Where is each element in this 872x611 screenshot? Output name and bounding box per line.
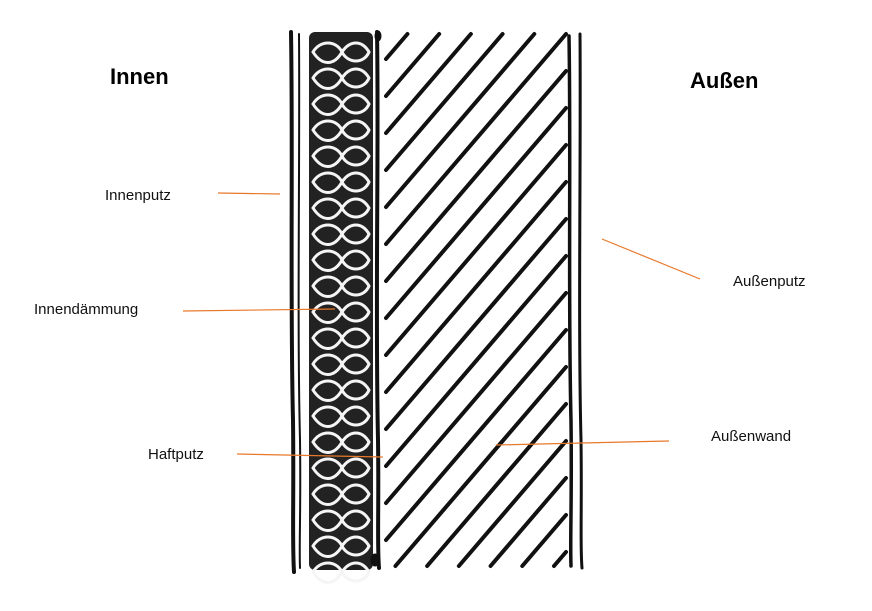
inside-title: Innen xyxy=(110,64,169,89)
hatch-line xyxy=(384,291,568,505)
leader-lines xyxy=(182,192,701,458)
hatch-line xyxy=(384,32,473,135)
outside-title: Außen xyxy=(690,68,759,93)
hatch-line xyxy=(384,328,568,542)
hatch-line xyxy=(488,476,568,568)
hatch-line xyxy=(384,254,568,468)
wall-cross-section xyxy=(289,30,584,584)
innenputz-layer xyxy=(289,30,302,574)
hatch-line xyxy=(384,106,568,320)
hatch-line xyxy=(384,32,568,246)
hatch-line xyxy=(384,32,442,98)
hatch-line xyxy=(425,402,568,568)
innendaemmung-layer xyxy=(309,32,373,584)
hatch-line xyxy=(384,143,568,357)
label-aussenwand: Außenwand xyxy=(711,428,792,445)
label-aussenputz: Außenputz xyxy=(733,273,806,290)
leader-aussenputz xyxy=(601,238,701,280)
hatch-line xyxy=(384,32,505,172)
hatch-line xyxy=(384,180,568,394)
aussenwand-hatching xyxy=(384,32,568,568)
hatch-line xyxy=(393,365,568,568)
hatch-line xyxy=(456,439,568,568)
label-innenputz: Innenputz xyxy=(105,187,171,204)
hatch-line xyxy=(384,32,410,61)
hatch-line xyxy=(552,550,568,568)
aussenputz-layer xyxy=(567,32,584,570)
leader-haftputz xyxy=(236,453,384,458)
leader-aussenwand xyxy=(495,440,670,446)
label-innendaemmung: Innendämmung xyxy=(34,301,139,318)
leader-innendaemmung xyxy=(182,308,336,312)
label-haftputz: Haftputz xyxy=(148,446,204,463)
hatch-line xyxy=(520,513,568,568)
hatch-line xyxy=(384,217,568,431)
hatch-line xyxy=(384,32,537,209)
hatch-line xyxy=(384,69,568,283)
leader-innenputz xyxy=(217,192,281,195)
haftputz-layer xyxy=(370,30,382,570)
